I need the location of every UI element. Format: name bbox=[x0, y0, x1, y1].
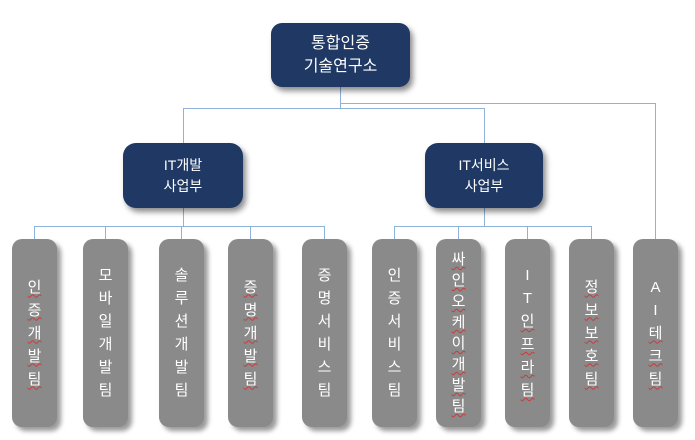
team-char-misspelled: 증 bbox=[243, 278, 258, 296]
team-char-misspelled: 팀 bbox=[584, 370, 599, 388]
root-node-label-line2: 기술연구소 bbox=[303, 58, 378, 75]
connector-it-dev-crossbar bbox=[34, 226, 324, 228]
connector-drop-team-2 bbox=[105, 226, 107, 239]
team-char: 모 bbox=[98, 267, 113, 284]
connector-drop-team-7 bbox=[458, 226, 460, 239]
root-node-tech-lab[interactable]: 통합인증 기술연구소 bbox=[271, 23, 410, 87]
team-char-misspelled: 싸 bbox=[451, 251, 466, 268]
team-char-misspelled: 보 bbox=[584, 301, 599, 319]
team-char: 팀 bbox=[98, 382, 113, 399]
team-char-misspelled: 개 bbox=[27, 324, 42, 342]
team-char-misspelled: 오 bbox=[451, 293, 466, 310]
team-char: 인 bbox=[387, 267, 402, 284]
connector-drop-division-it-svc bbox=[484, 108, 486, 143]
connector-drop-division-it-dev bbox=[183, 108, 185, 143]
team-char: 비 bbox=[317, 336, 332, 353]
connector-it-dev-stem bbox=[183, 208, 185, 226]
team-char-misspelled: 팀 bbox=[451, 398, 466, 415]
connector-drop-team-4 bbox=[250, 226, 252, 239]
team-char: 스 bbox=[317, 359, 332, 376]
team-char-misspelled: 발 bbox=[451, 377, 466, 394]
team-char: 개 bbox=[174, 336, 189, 353]
team-char: 비 bbox=[387, 336, 402, 353]
team-char: T bbox=[522, 290, 533, 307]
team-char: 서 bbox=[317, 313, 332, 330]
team-char-misspelled: 증 bbox=[27, 301, 42, 319]
connector-drop-team-5 bbox=[324, 226, 326, 239]
team-char-misspelled: 이 bbox=[451, 335, 466, 352]
team-char-misspelled: 인 bbox=[520, 313, 535, 330]
division-node-it-svc[interactable]: IT서비스 사업부 bbox=[425, 143, 543, 208]
team-char-misspelled: 팀 bbox=[243, 370, 258, 388]
connector-it-svc-stem bbox=[484, 208, 486, 226]
team-char: 명 bbox=[317, 290, 332, 307]
team-char-misspelled: 라 bbox=[520, 359, 535, 376]
team-char: A bbox=[650, 278, 661, 296]
connector-drop-team-6 bbox=[394, 226, 396, 239]
team-char-misspelled: 프 bbox=[520, 336, 535, 353]
team-char: 솔 bbox=[174, 267, 189, 284]
team-char-misspelled: 팀 bbox=[520, 382, 535, 399]
root-node-label-line1: 통합인증 bbox=[311, 34, 370, 52]
team-char-misspelled: 인 bbox=[27, 278, 42, 296]
connector-root-to-ai-team-h bbox=[340, 103, 655, 105]
team-char: 팀 bbox=[174, 382, 189, 399]
team-char: 발 bbox=[174, 359, 189, 376]
team-char-misspelled: 케 bbox=[451, 314, 466, 331]
connector-it-svc-crossbar bbox=[394, 226, 591, 228]
team-char: 서 bbox=[387, 313, 402, 330]
team-char-misspelled: 정 bbox=[584, 278, 599, 296]
team-char: 션 bbox=[174, 313, 189, 330]
team-char-misspelled: 개 bbox=[451, 356, 466, 373]
division-label-line1: IT서비스 bbox=[458, 156, 510, 173]
team-char: I bbox=[525, 267, 530, 284]
team-char: 바 bbox=[98, 290, 113, 307]
connector-drop-team-8 bbox=[527, 226, 529, 239]
division-label-line2: 사업부 bbox=[464, 177, 504, 194]
team-char-misspelled: 팀 bbox=[648, 370, 663, 388]
connector-drop-team-9 bbox=[591, 226, 593, 239]
team-char: 발 bbox=[98, 359, 113, 376]
team-char-misspelled: 개 bbox=[243, 324, 258, 342]
team-char-misspelled: 발 bbox=[243, 347, 258, 365]
team-char-misspelled: 크 bbox=[648, 347, 663, 365]
team-char: 일 bbox=[98, 313, 113, 330]
team-char-misspelled: 호 bbox=[584, 347, 599, 365]
team-char: 증 bbox=[387, 290, 402, 307]
team-char: 팀 bbox=[387, 382, 402, 399]
team-char: 루 bbox=[174, 290, 189, 307]
team-char: 개 bbox=[98, 336, 113, 353]
connector-drop-team-3 bbox=[181, 226, 183, 239]
division-node-it-dev[interactable]: IT개발 사업부 bbox=[123, 143, 243, 208]
team-char-misspelled: 발 bbox=[27, 347, 42, 365]
team-char: 팀 bbox=[317, 382, 332, 399]
division-label-line1: IT개발 bbox=[163, 156, 203, 173]
team-char: I bbox=[653, 301, 658, 319]
connector-drop-team-1 bbox=[34, 226, 36, 239]
team-char-misspelled: 명 bbox=[243, 301, 258, 319]
division-label-line2: 사업부 bbox=[163, 177, 203, 194]
connector-root-stem bbox=[340, 87, 342, 108]
team-char: 스 bbox=[387, 359, 402, 376]
team-char-misspelled: 보 bbox=[584, 324, 599, 342]
team-char-misspelled: 팀 bbox=[27, 370, 42, 388]
team-char-misspelled: 테 bbox=[648, 324, 663, 342]
team-char-misspelled: 인 bbox=[451, 272, 466, 289]
connector-divisions-crossbar bbox=[183, 108, 485, 110]
connector-root-to-ai-team-v bbox=[655, 103, 657, 239]
team-char: 증 bbox=[317, 267, 332, 284]
